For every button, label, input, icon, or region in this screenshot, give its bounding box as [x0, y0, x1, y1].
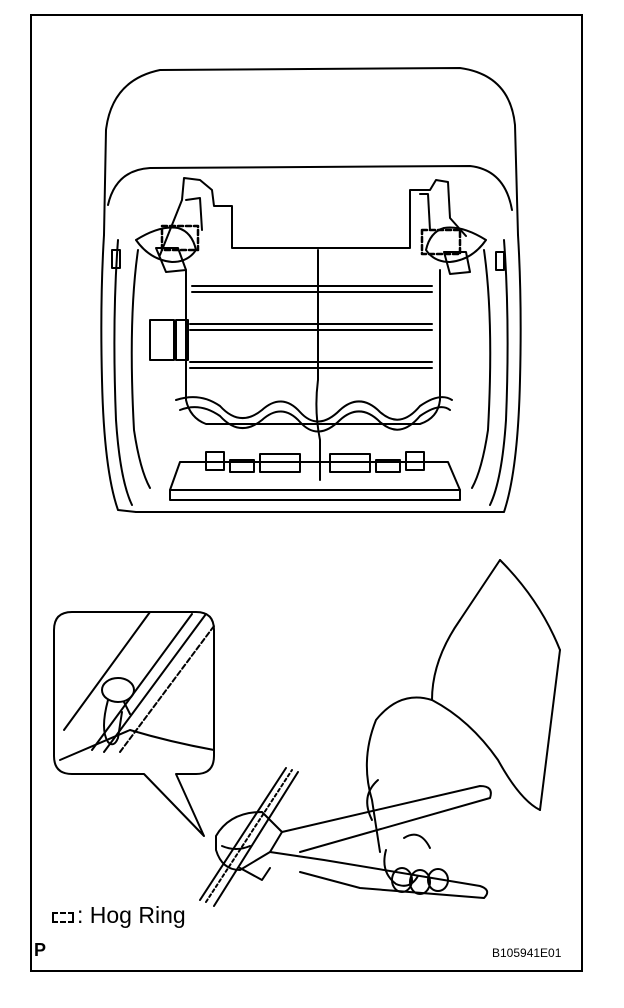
corner-label: P: [34, 940, 47, 960]
detail-callout: [53, 611, 215, 837]
hog-ring-legend-symbol: [52, 912, 74, 923]
hog-ring-markers: [160, 224, 462, 256]
figure-frame: [30, 14, 583, 972]
legend-text: : Hog Ring: [77, 902, 186, 928]
hog-ring-marker-left: [160, 224, 200, 252]
seat-back: [100, 67, 522, 513]
hog-ring-marker-right: [420, 228, 462, 256]
pliers-and-hand: [199, 559, 561, 907]
figure-id: B105941E01: [492, 946, 562, 960]
legend: : Hog Ring: [52, 902, 186, 929]
seat-frame: [135, 177, 487, 513]
